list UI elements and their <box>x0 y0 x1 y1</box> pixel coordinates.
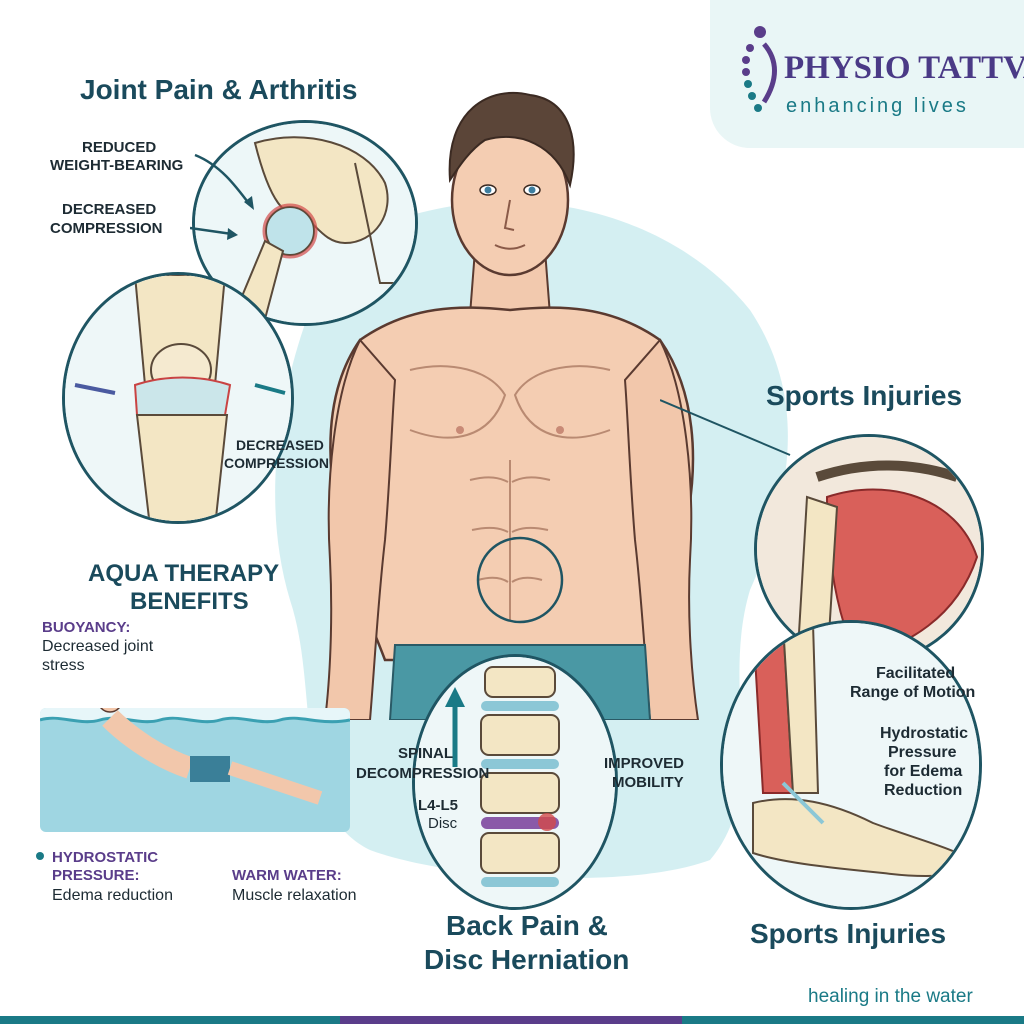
brand-tagline: enhancing lives <box>786 95 969 117</box>
pool-illustration <box>40 708 350 832</box>
hydro-heading-2: PRESSURE: <box>52 867 140 884</box>
label-improved: IMPROVED <box>604 755 685 772</box>
hydro-text: Edema reduction <box>52 887 173 904</box>
label-pressure: Pressure <box>888 744 957 761</box>
aqua-title-1: AQUA THERAPY <box>88 560 280 587</box>
bullet-dot <box>36 852 44 860</box>
label-disc: Disc <box>428 815 458 832</box>
label-decreased-1: DECREASED <box>62 201 157 218</box>
label-reduction: Reduction <box>884 782 963 799</box>
label-rom: Range of Motion <box>850 684 976 701</box>
buoyancy-text-2: stress <box>42 657 85 674</box>
hip-illustration <box>192 120 418 326</box>
logo-panel <box>710 0 1024 148</box>
label-spinal: SPINAL <box>398 745 454 762</box>
sports-title-bottom: Sports Injuries <box>750 918 947 949</box>
label-decompression: DECOMPRESSION <box>356 765 490 782</box>
joint-title: Joint Pain & Arthritis <box>80 74 358 105</box>
knee-illustration <box>62 272 294 524</box>
label-mobility: MOBILITY <box>612 774 684 791</box>
back-title-2: Disc Herniation <box>424 944 630 975</box>
footer-bar-purple <box>340 1016 682 1024</box>
back-title-1: Back Pain & <box>446 910 608 941</box>
human-figure <box>323 91 700 720</box>
sports-title-top: Sports Injuries <box>766 380 963 411</box>
aqua-title-2: BENEFITS <box>130 588 249 615</box>
connector-line <box>660 399 791 456</box>
label-edema: for Edema <box>884 763 963 780</box>
label-reduced-1: REDUCED <box>82 139 157 156</box>
brand-name: PHYSIO TATTVA <box>784 50 1024 86</box>
spine-illustration <box>412 654 618 910</box>
label-knee-decreased: DECREASED <box>236 437 324 453</box>
arrow-icon <box>190 153 254 240</box>
label-reduced-2: WEIGHT-BEARING <box>50 157 184 174</box>
footer-slogan: healing in the water <box>808 986 973 1007</box>
ankle-illustration <box>720 620 982 910</box>
label-knee-compression: COMPRESSION <box>224 455 330 471</box>
buoyancy-heading: BUOYANCY: <box>42 619 131 636</box>
footer-bar-teal-2 <box>682 1016 1024 1024</box>
buoyancy-text-1: Decreased joint <box>42 638 154 655</box>
logo-mark-icon <box>742 26 777 112</box>
label-compression-1: COMPRESSION <box>50 220 163 237</box>
warm-text: Muscle relaxation <box>232 887 357 904</box>
label-l4l5: L4-L5 <box>418 797 459 814</box>
warm-heading: WARM WATER: <box>232 867 342 884</box>
footer-bar-teal <box>0 1016 340 1024</box>
hydro-heading-1: HYDROSTATIC <box>52 849 159 866</box>
label-hydrostatic: Hydrostatic <box>880 725 969 742</box>
label-facilitated: Facilitated <box>876 665 956 682</box>
